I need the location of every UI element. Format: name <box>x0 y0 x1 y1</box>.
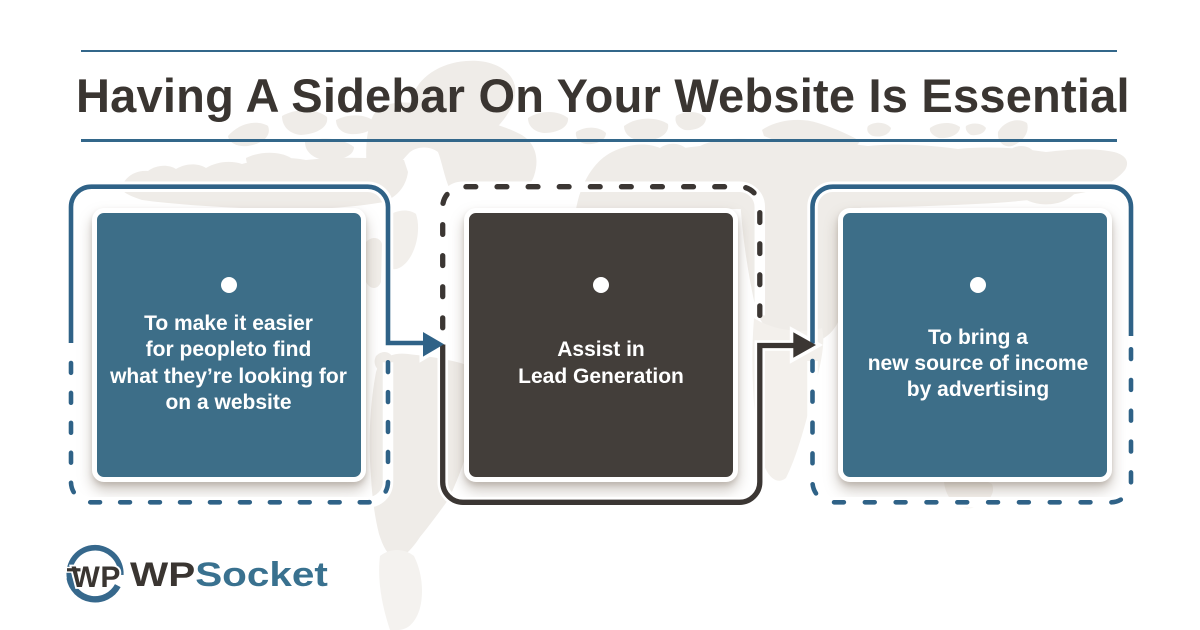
svg-text:WP: WP <box>72 561 121 594</box>
